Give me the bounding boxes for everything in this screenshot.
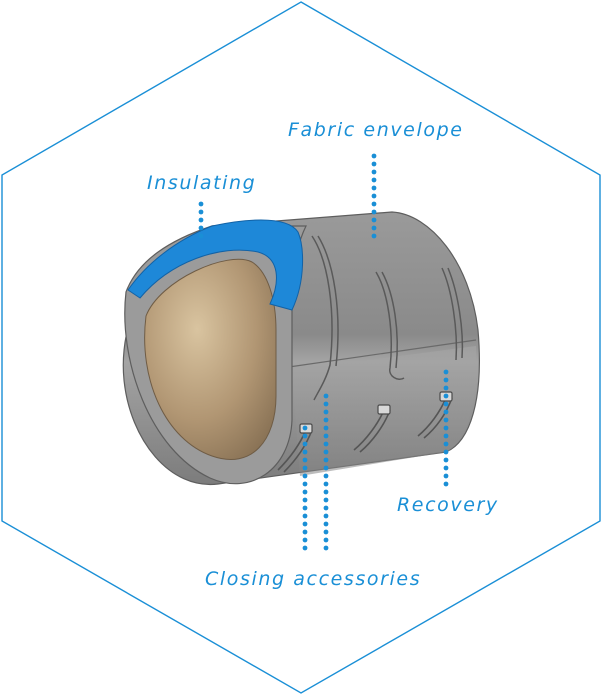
inner-pipe-cavity — [144, 258, 277, 460]
label-fabric-envelope: Fabric envelope — [288, 119, 464, 141]
label-recovery: Recovery — [397, 494, 499, 516]
jacket-seam — [281, 339, 477, 369]
leader-lines — [198, 153, 449, 551]
insulating-layer — [127, 219, 304, 311]
label-closing-accessories: Closing accessories — [205, 568, 422, 590]
upper-straps — [311, 235, 464, 401]
label-insulating: Insulating — [147, 172, 257, 194]
